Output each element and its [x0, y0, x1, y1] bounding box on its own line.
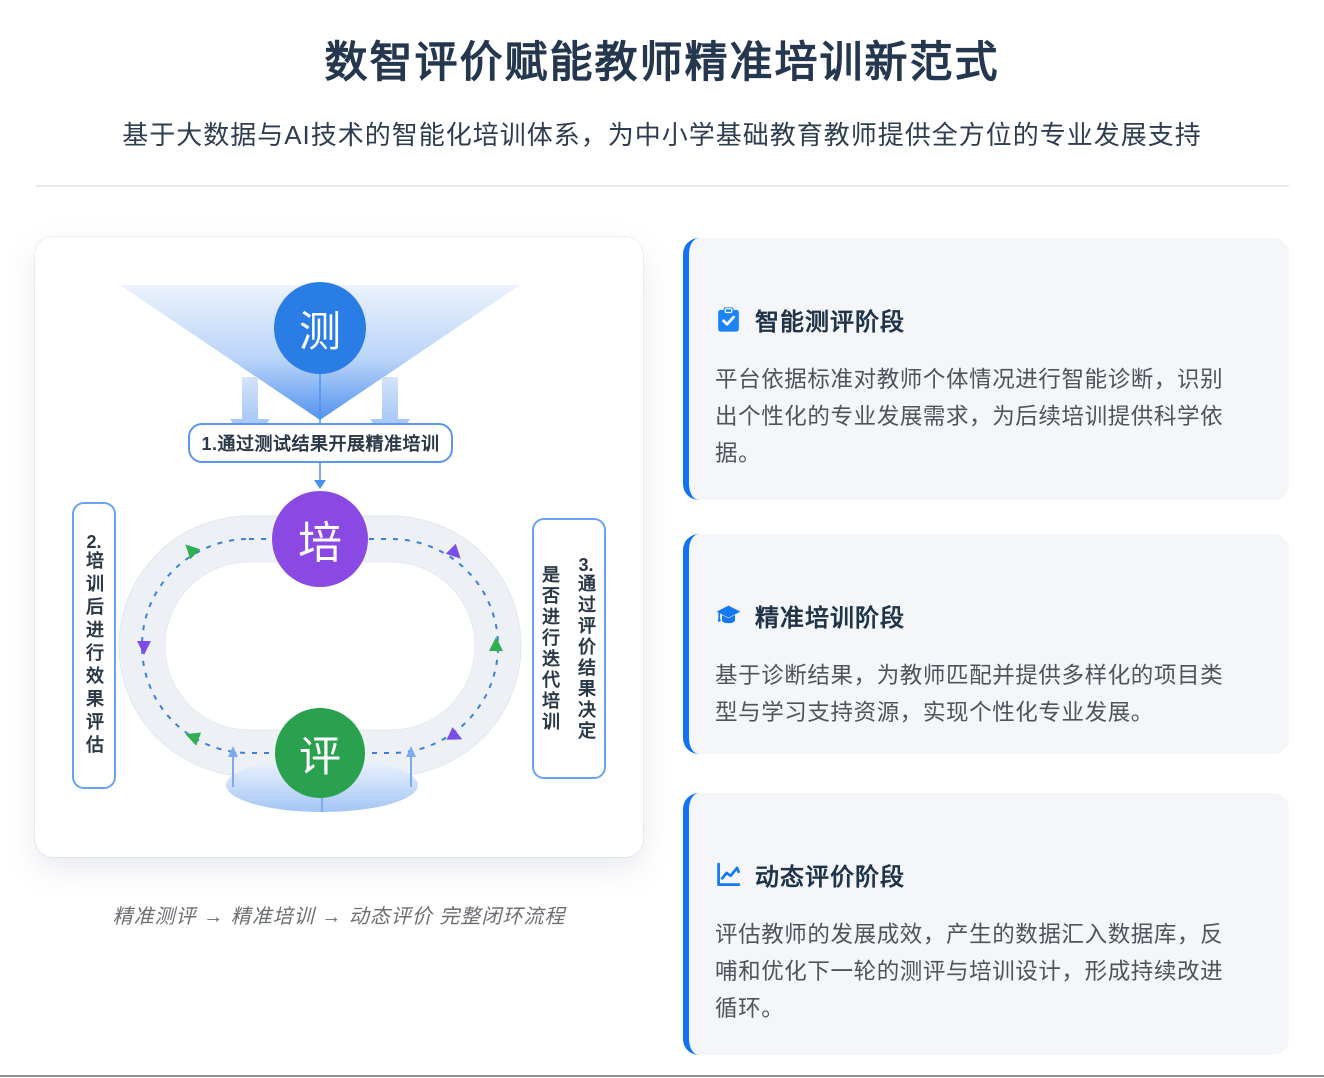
node-test-circle: 测 [274, 282, 366, 374]
page-title: 数智评价赋能教师精准培训新范式 [324, 39, 1000, 87]
stage-card-training: 精准培训阶段 基于诊断结果，为教师匹配并提供多样化的项目类型与学习支持资源，实现… [683, 534, 1289, 754]
page-subtitle: 基于大数据与AI技术的智能化培训体系，为中小学基础教育教师提供全方位的专业发展支… [122, 120, 1202, 150]
connector-arrowhead [314, 480, 326, 489]
clipboard-check-icon [718, 307, 739, 332]
step2-text: 培训后进行效果评估 [84, 551, 104, 758]
stage-description: 基于诊断结果，为教师匹配并提供多样化的项目类型与学习支持资源，实现个性化专业发展… [715, 663, 1224, 725]
node-train-circle: 培 [272, 491, 368, 587]
diagram-caption: 精准测评 → 精准培训 → 动态评价 完整闭环流程 [112, 906, 566, 928]
step3-text: 通过评价结果决定 是否进行迭代培训 [540, 564, 596, 742]
stage-card-header: 智能测评阶段 [715, 238, 1289, 337]
step3-number: 3. [578, 555, 594, 574]
step2-label-box: 2.培训后进行效果评估 [72, 502, 116, 789]
bottom-section-divider [0, 1075, 1324, 1077]
stage-card-header: 精准培训阶段 [715, 534, 1289, 633]
stage-card-assessment: 智能测评阶段 平台依据标准对教师个体情况进行智能诊断，识别出个性化的专业发展需求… [683, 238, 1289, 500]
training-loop-diagram-card: 测 培 评 1.通过测试结果开展精准培训 2.培训后进行效果评估 3.通过评价结… [35, 237, 643, 857]
graduation-cap-icon [716, 605, 741, 624]
stage-title: 智能测评阶段 [755, 309, 905, 336]
stage-card-header: 动态评价阶段 [715, 793, 1289, 892]
stage-card-evaluation: 动态评价阶段 评估教师的发展成效，产生的数据汇入数据库，反哺和优化下一轮的测评与… [683, 793, 1289, 1055]
node-eval-circle: 评 [275, 708, 365, 798]
stage-description: 平台依据标准对教师个体情况进行智能诊断，识别出个性化的专业发展需求，为后续培训提… [715, 367, 1224, 466]
line-chart-icon [717, 862, 741, 886]
header-divider [36, 185, 1289, 187]
step2-number: 2. [86, 533, 102, 551]
step1-label-box: 1.通过测试结果开展精准培训 [188, 423, 453, 463]
step3-label-box: 3.通过评价结果决定 是否进行迭代培训 [532, 518, 606, 779]
stage-description: 评估教师的发展成效，产生的数据汇入数据库，反哺和优化下一轮的测评与培训设计，形成… [715, 922, 1224, 1021]
stage-title: 动态评价阶段 [755, 864, 905, 891]
stage-title: 精准培训阶段 [755, 605, 905, 632]
